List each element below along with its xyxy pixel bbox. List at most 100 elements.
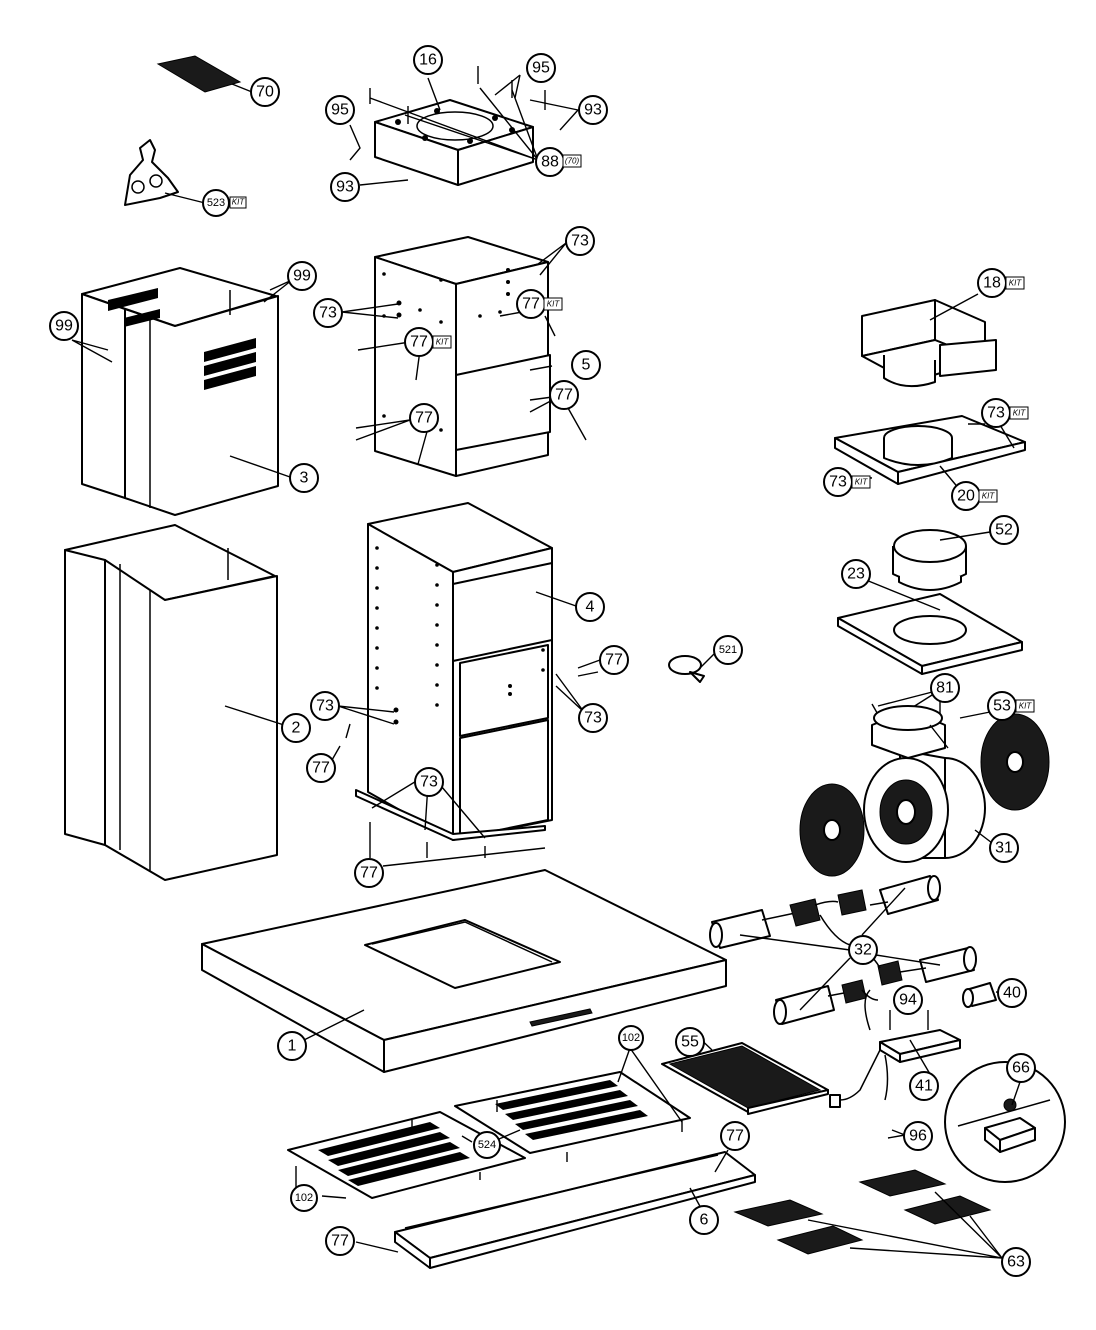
- svg-text:77: 77: [522, 296, 540, 313]
- callout-18-tag: KIT: [1005, 276, 1025, 290]
- callout-18: 18: [977, 268, 1007, 298]
- svg-text:77: 77: [312, 760, 330, 777]
- callout-77: 77: [549, 380, 579, 410]
- svg-text:77: 77: [410, 334, 428, 351]
- svg-text:23: 23: [847, 566, 865, 583]
- callout-73: 73: [565, 226, 595, 256]
- svg-text:53: 53: [993, 698, 1011, 715]
- callout-77: 77: [354, 858, 384, 888]
- svg-text:77: 77: [415, 410, 433, 427]
- svg-text:73: 73: [571, 233, 589, 250]
- svg-text:73: 73: [319, 305, 337, 322]
- callout-523-tag: KIT: [229, 196, 247, 209]
- svg-text:93: 93: [584, 102, 602, 119]
- callout-5: 5: [571, 350, 601, 380]
- callout-53: 53: [987, 691, 1017, 721]
- part-18-duct-adapter: [861, 293, 997, 388]
- callout-52: 52: [989, 515, 1019, 545]
- svg-text:40: 40: [1003, 985, 1021, 1002]
- callout-73: 73: [313, 298, 343, 328]
- svg-text:KIT: KIT: [1013, 409, 1027, 418]
- callout-88: 88: [535, 147, 565, 177]
- svg-text:524: 524: [478, 1139, 496, 1151]
- callout-77-tag: KIT: [432, 335, 452, 349]
- callout-6: 6: [689, 1205, 719, 1235]
- svg-text:102: 102: [295, 1192, 313, 1204]
- svg-text:96: 96: [909, 1128, 927, 1145]
- svg-text:102: 102: [622, 1032, 640, 1044]
- callout-31: 31: [989, 833, 1019, 863]
- callout-41: 41: [909, 1071, 939, 1101]
- svg-text:521: 521: [719, 644, 737, 656]
- svg-text:73: 73: [987, 405, 1005, 422]
- part-70-filter-pad: [156, 55, 253, 93]
- part-1-hood-canopy: [201, 869, 727, 1073]
- svg-text:66: 66: [1012, 1060, 1030, 1077]
- svg-text:99: 99: [293, 268, 311, 285]
- part-40-lamp: [962, 982, 1011, 1008]
- callout-94: 94: [893, 985, 923, 1015]
- svg-text:1: 1: [288, 1038, 297, 1055]
- part-63-charcoal-filters: [733, 1169, 1003, 1259]
- callout-93: 93: [330, 172, 360, 202]
- part-5-upper-chimney-frame: [341, 236, 587, 477]
- callout-70: 70: [250, 77, 280, 107]
- callout-523: 523: [202, 189, 230, 217]
- callout-77: 77: [325, 1226, 355, 1256]
- part-521-cable-clamp: [668, 651, 717, 683]
- callout-73: 73: [414, 767, 444, 797]
- svg-text:32: 32: [854, 942, 872, 959]
- callout-20-tag: KIT: [978, 489, 998, 503]
- callout-73-tag: KIT: [851, 475, 871, 489]
- svg-text:2: 2: [292, 720, 301, 737]
- callout-23: 23: [841, 559, 871, 589]
- part-6-trim-rail: [355, 1149, 756, 1269]
- svg-text:70: 70: [256, 84, 274, 101]
- callout-73: 73: [981, 398, 1011, 428]
- svg-text:(70): (70): [565, 157, 580, 166]
- svg-text:KIT: KIT: [855, 478, 869, 487]
- callout-88-tag: (70): [562, 154, 582, 168]
- svg-text:93: 93: [336, 179, 354, 196]
- callout-53-tag: KIT: [1015, 699, 1035, 713]
- svg-text:52: 52: [995, 522, 1013, 539]
- callout-3: 3: [289, 463, 319, 493]
- svg-text:20: 20: [957, 488, 975, 505]
- part-52-blower-collar: [892, 529, 991, 591]
- callout-40: 40: [997, 978, 1027, 1008]
- svg-text:94: 94: [899, 992, 917, 1009]
- svg-text:41: 41: [915, 1078, 933, 1095]
- callout-102: 102: [290, 1184, 318, 1212]
- callout-66: 66: [1006, 1053, 1036, 1083]
- callout-20: 20: [951, 481, 981, 511]
- svg-text:6: 6: [700, 1212, 709, 1229]
- svg-text:KIT: KIT: [547, 300, 561, 309]
- part-524-baffle-filters: [287, 1047, 691, 1199]
- callout-32: 32: [848, 935, 878, 965]
- svg-text:73: 73: [420, 774, 438, 791]
- callout-73: 73: [578, 703, 608, 733]
- callout-63: 63: [1001, 1247, 1031, 1277]
- svg-text:55: 55: [681, 1034, 699, 1051]
- callout-77: 77: [306, 753, 336, 783]
- svg-text:KIT: KIT: [1009, 279, 1023, 288]
- part-23-blower-plate: [837, 579, 1023, 675]
- svg-text:31: 31: [995, 840, 1013, 857]
- svg-text:77: 77: [331, 1233, 349, 1250]
- svg-text:KIT: KIT: [1019, 702, 1033, 711]
- svg-text:95: 95: [532, 60, 550, 77]
- svg-text:73: 73: [316, 698, 334, 715]
- part-4-lower-chimney-frame: [331, 502, 601, 867]
- svg-text:4: 4: [586, 599, 595, 616]
- callout-4: 4: [575, 592, 605, 622]
- callout-521: 521: [713, 635, 743, 665]
- callout-99: 99: [287, 261, 317, 291]
- svg-text:77: 77: [555, 387, 573, 404]
- svg-text:77: 77: [360, 865, 378, 882]
- part-523-switch-kit: [124, 139, 206, 206]
- callout-73: 73: [823, 467, 853, 497]
- part-20-damper-plate: [834, 415, 1026, 491]
- svg-text:95: 95: [331, 102, 349, 119]
- svg-text:99: 99: [55, 318, 73, 335]
- part-31-blower-assembly: [799, 689, 1050, 877]
